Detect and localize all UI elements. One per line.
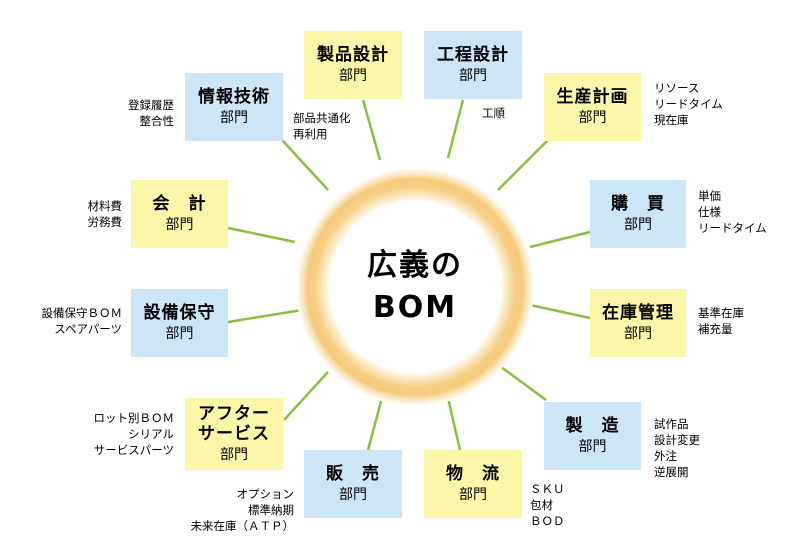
note-accounting: 材料費 労務費 [87, 199, 123, 229]
center-title-line1: 広義の [367, 248, 463, 283]
dept-title: 工程設計 [437, 44, 509, 65]
note-logistics: ＳＫＵ 包材 ＢＯＤ [530, 482, 565, 528]
note-sales: オプション 標準納期 未来在庫（ＡＴＰ） [190, 487, 295, 533]
dept-title: 設備保守 [143, 302, 216, 323]
dept-sub: 部門 [339, 487, 367, 504]
dept-sub: 部門 [459, 68, 487, 85]
note-purchasing: 単価 仕様 リードタイム [698, 189, 767, 235]
note-it: 登録履歴 整合性 [128, 98, 174, 128]
spoke-it [281, 139, 329, 191]
dept-title: 在庫管理 [602, 302, 674, 323]
note-product-design: 部品共通化 再利用 [293, 111, 351, 141]
dept-box-purchasing: 購 買 部門 [590, 180, 686, 248]
spoke-inventory [529, 303, 591, 320]
spoke-product-design [361, 99, 382, 161]
note-equipment-maintenance: 設備保守ＢＯＭ スペアパーツ [41, 306, 123, 336]
dept-sub: 部門 [624, 326, 652, 343]
dept-box-sales: 販 売 部門 [304, 450, 402, 518]
dept-title: 情報技術 [198, 86, 270, 107]
spoke-equipment-maintenance [227, 308, 303, 324]
note-process-design: 工順 [482, 106, 505, 120]
dept-sub: 部門 [339, 68, 367, 85]
dept-box-inventory: 在庫管理 部門 [590, 289, 686, 357]
dept-sub: 部門 [578, 110, 607, 127]
dept-sub: 部門 [165, 326, 194, 343]
dept-box-it: 情報技術 部門 [185, 73, 283, 141]
spoke-purchasing [529, 230, 591, 249]
spoke-production-planning [497, 139, 549, 191]
dept-sub: 部門 [624, 217, 652, 234]
dept-title: 販 売 [326, 463, 380, 484]
spoke-accounting [227, 226, 296, 244]
note-inventory: 基準在庫 補充量 [698, 306, 744, 336]
dept-box-manufacturing: 製 造 部門 [544, 402, 641, 470]
spoke-sales [366, 397, 384, 451]
dept-box-accounting: 会 計 部門 [131, 180, 228, 248]
center-circle: 広義の BOM [296, 168, 534, 406]
dept-box-after-service: アフター サービス 部門 [185, 398, 283, 470]
dept-title: 製 造 [565, 415, 620, 436]
dept-title: 会 計 [152, 193, 207, 214]
dept-title: 製品設計 [317, 44, 389, 65]
center-title-line2: BOM [372, 290, 458, 325]
note-after-service: ロット別ＢＯＭ シリアル サービスパーツ [93, 411, 175, 457]
dept-title: アフター サービス [198, 403, 270, 444]
dept-box-equipment-maintenance: 設備保守 部門 [131, 289, 228, 357]
dept-sub: 部門 [220, 110, 248, 127]
dept-sub: 部門 [459, 487, 487, 504]
dept-box-process-design: 工程設計 部門 [424, 31, 522, 99]
dept-title: 物 流 [446, 463, 500, 484]
spoke-logistics [446, 397, 462, 451]
dept-sub: 部門 [578, 439, 607, 456]
spoke-process-design [446, 99, 465, 159]
spoke-manufacturing [496, 362, 547, 402]
dept-box-production-planning: 生産計画 部門 [544, 73, 641, 141]
dept-title: 購 買 [611, 193, 665, 214]
dept-title: 生産計画 [556, 86, 629, 107]
note-production-planning: リソース リードタイム 現在庫 [654, 81, 723, 127]
dept-sub: 部門 [165, 217, 194, 234]
dept-box-logistics: 物 流 部門 [424, 450, 522, 518]
dept-box-product-design: 製品設計 部門 [304, 31, 402, 99]
spoke-after-service [283, 371, 329, 421]
note-manufacturing: 試作品 設計変更 外注 逆展開 [654, 417, 700, 479]
dept-sub: 部門 [220, 447, 248, 464]
